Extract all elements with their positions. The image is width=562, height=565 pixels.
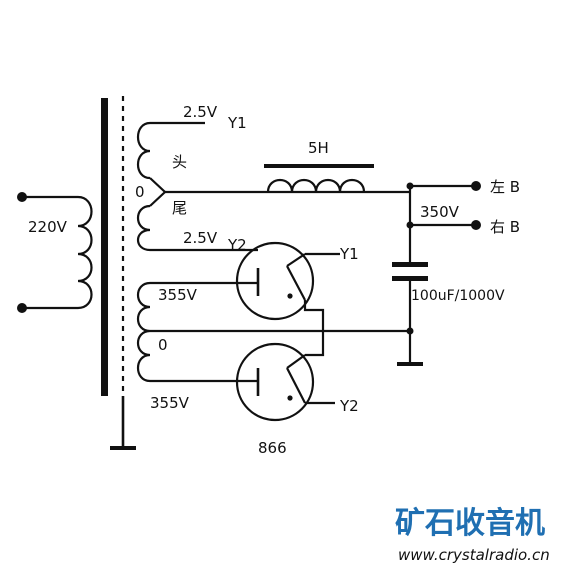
output-network: 350V 左 B 右 B 100uF/1000V [392, 178, 520, 366]
choke: 5H [264, 139, 374, 193]
hv-winding: 355V 0 355V [136, 281, 410, 412]
heater-bottom-voltage: 2.5V [183, 229, 218, 247]
output-ground-symbol [397, 362, 423, 366]
heater-center-label: 0 [135, 183, 145, 201]
heater-coil-lower [136, 204, 151, 252]
right-b-terminal [471, 220, 481, 230]
filament-link [303, 300, 325, 357]
primary-coil [77, 195, 93, 310]
heater-coil-upper [136, 121, 151, 180]
tube-lower-heater-tag: Y2 [339, 397, 359, 415]
heater-head-label: 头 [172, 153, 187, 171]
rectifier-tube-upper: Y1 [235, 241, 359, 321]
capacitor-label: 100uF/1000V [411, 288, 505, 304]
tube-upper-heater-tag: Y1 [339, 245, 359, 263]
hv-coil [136, 281, 151, 383]
capacitor-plate-top [392, 262, 428, 267]
hv-bottom-voltage: 355V [150, 394, 190, 412]
hv-center-label: 0 [158, 336, 168, 354]
heater-top-voltage: 2.5V [183, 103, 218, 121]
heater-bottom-tag: Y2 [227, 236, 247, 254]
heater-top-tag: Y1 [227, 114, 247, 132]
watermark-brand: 矿石收音机 [395, 506, 545, 541]
hv-top-voltage: 355V [158, 286, 198, 304]
heater-winding: 2.5V Y1 头 0 尾 2.5V Y2 [135, 103, 410, 254]
transformer-core [101, 96, 136, 450]
primary-winding: 220V [17, 192, 93, 313]
b-plus-voltage-label: 350V [420, 203, 460, 221]
capacitor-plate-bottom [392, 276, 428, 281]
left-b-label: 左 B [490, 178, 520, 196]
right-b-label: 右 B [490, 218, 520, 236]
watermark: 矿石收音机 www.crystalradio.cn [395, 506, 550, 564]
choke-label: 5H [308, 139, 329, 157]
core-ground-symbol [110, 446, 136, 450]
tube-type-label: 866 [258, 439, 287, 457]
heater-tail-label: 尾 [172, 199, 187, 217]
left-b-terminal [471, 181, 481, 191]
primary-voltage-label: 220V [28, 218, 68, 236]
rectifier-tube-lower: Y2 866 [235, 342, 359, 457]
watermark-url: www.crystalradio.cn [398, 546, 550, 564]
